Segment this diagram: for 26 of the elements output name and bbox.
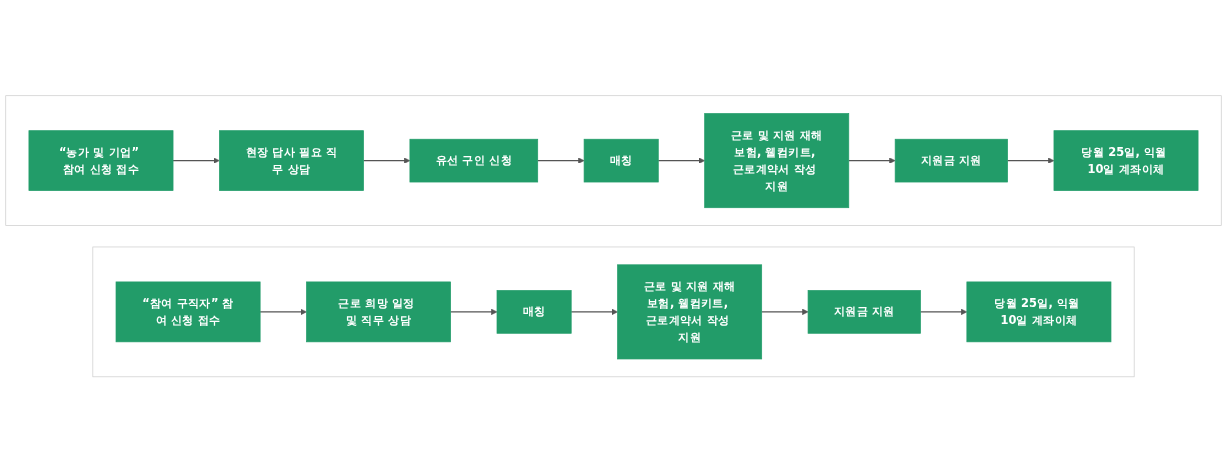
node-box: 근로 희망 일정 및 직무 상담 (306, 281, 451, 343)
node-box: 지원금 지원 (894, 139, 1008, 183)
node-box: 지원금 지원 (807, 290, 921, 334)
arrow (919, 309, 968, 316)
node-box: 매칭 (496, 290, 572, 334)
arrow (570, 309, 618, 316)
arrow (172, 157, 220, 164)
node-box: 근로 및 지원 재해보험, 웰컴키트, 근로계약서 작성 지원 (617, 264, 763, 360)
arrow (259, 309, 307, 316)
node-box: 당월 25일, 익월 10일 계좌이체 (966, 281, 1112, 343)
node-box: 근로 및 지원 재해보험, 웰컴키트, 근로계약서 작성 지원 (704, 113, 850, 209)
arrow (537, 157, 585, 164)
node-box: “참여 구직자” 참여 신청 접수 (115, 281, 261, 343)
arrow (363, 157, 411, 164)
arrow (848, 157, 896, 164)
node-box: 당월 25일, 익월 10일 계좌이체 (1053, 130, 1199, 192)
arrow (761, 309, 809, 316)
arrow (450, 309, 498, 316)
node-box: 현장 답사 필요 직무 상담 (219, 130, 364, 192)
node-box: “농가 및 기업” 참여 신청 접수 (28, 130, 174, 192)
node-box: 유선 구인 신청 (409, 139, 539, 183)
cluster (92, 246, 1135, 378)
arrow (657, 157, 705, 164)
node-box: 매칭 (583, 139, 659, 183)
arrow (1007, 157, 1055, 164)
cluster (5, 95, 1222, 227)
